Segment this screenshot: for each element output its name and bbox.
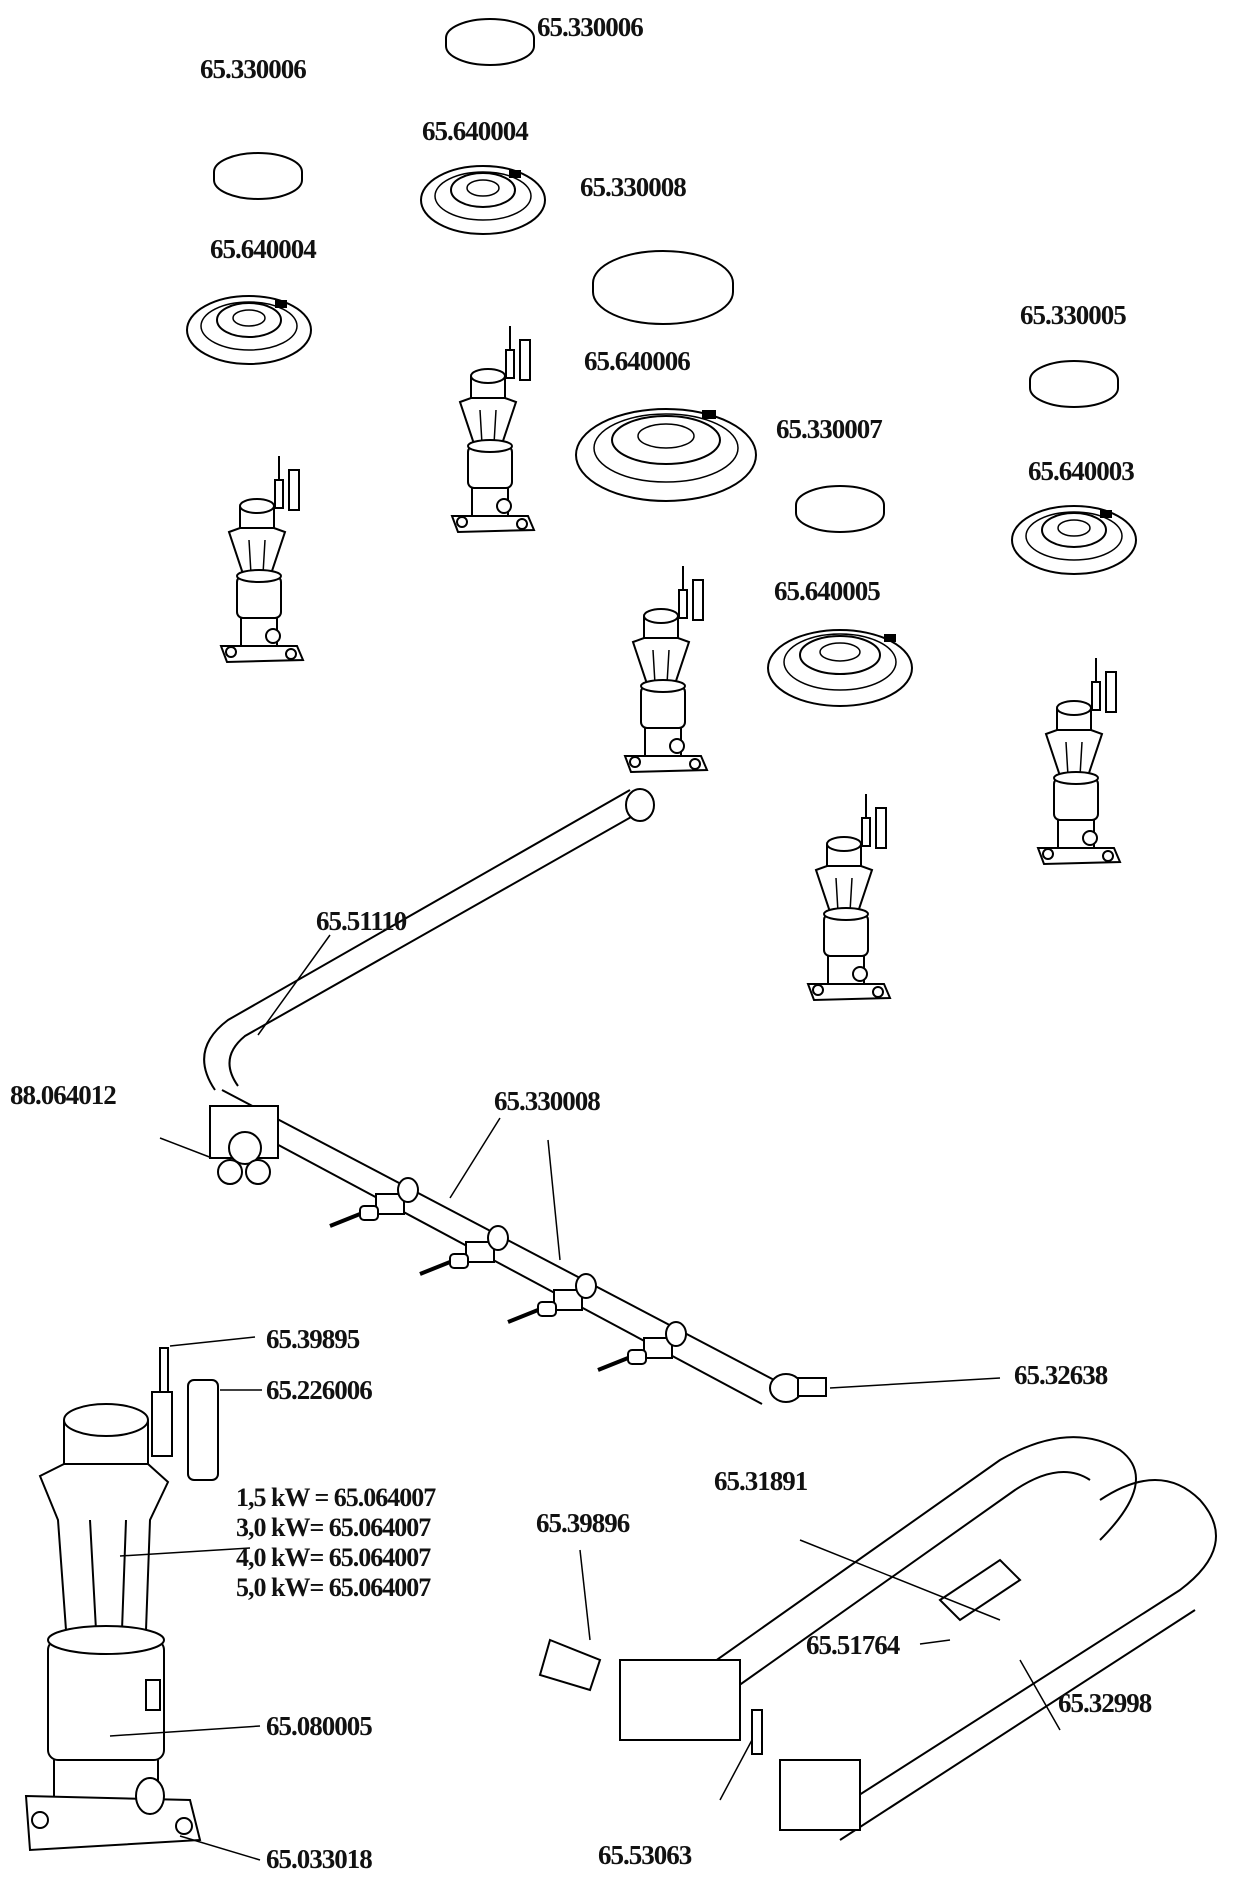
label-cap-left: 65.330006 — [200, 54, 307, 84]
burner-body-mid-right — [807, 793, 891, 1001]
label-electrode2: 65.39896 — [536, 1508, 630, 1538]
label-ring-mid-right: 65.640005 — [774, 576, 881, 606]
tap-1 — [328, 1176, 420, 1228]
burner-cap-small-left — [213, 152, 303, 200]
burner-ring-large — [575, 408, 757, 502]
tap-3 — [506, 1272, 598, 1324]
label-kw-3: 4,0 kW= 65.064007 — [236, 1543, 431, 1572]
burner-body-mid — [451, 325, 535, 533]
burner-body-center — [624, 565, 708, 773]
end-fitting — [769, 1373, 827, 1403]
label-kw-2: 3,0 kW= 65.064007 — [236, 1513, 431, 1542]
detail-burner — [24, 1347, 219, 1852]
burner-body-left — [220, 455, 304, 663]
label-kw-4: 5,0 kW= 65.064007 — [236, 1573, 431, 1602]
label-cap-top: 65.330006 — [537, 12, 644, 42]
label-ring-mid: 65.640004 — [422, 116, 529, 146]
label-ring-left: 65.640004 — [210, 234, 317, 264]
burner-body-right — [1037, 657, 1121, 865]
burner-cap-small-top — [445, 18, 535, 66]
label-cap-right: 65.330005 — [1020, 300, 1127, 330]
burner-ring-left — [186, 295, 312, 365]
label-ignition: 65.53063 — [598, 1840, 692, 1870]
main-valve — [209, 1105, 279, 1185]
burner-cap-right — [1029, 360, 1119, 408]
label-pipe: 65.51110 — [316, 906, 407, 936]
grill-burner — [538, 1436, 1217, 1841]
label-body: 65.080005 — [266, 1711, 373, 1741]
gas-pipe — [203, 788, 655, 1091]
burner-ring-mid — [420, 165, 546, 235]
burner-ring-mid-right — [767, 629, 913, 707]
label-kw-1: 1,5 kW = 65.064007 — [236, 1483, 436, 1512]
label-manifold: 65.330008 — [494, 1086, 601, 1116]
label-base: 65.033018 — [266, 1844, 373, 1874]
label-cap-mid-right: 65.330007 — [776, 414, 883, 444]
label-electrode: 65.39895 — [266, 1324, 360, 1354]
label-ring-right: 65.640003 — [1028, 456, 1135, 486]
leader-lines — [109, 934, 1061, 1861]
label-grill-tube: 65.32998 — [1058, 1688, 1152, 1718]
label-cap-large: 65.330008 — [580, 172, 687, 202]
label-grill-burner: 65.31891 — [714, 1466, 808, 1496]
label-fitting: 65.32638 — [1014, 1360, 1108, 1390]
tap-2 — [418, 1224, 510, 1276]
burner-cap-mid-right — [795, 485, 885, 533]
tap-4 — [596, 1320, 688, 1372]
label-nozzle: 65.51764 — [806, 1630, 900, 1660]
label-valve: 88.064012 — [10, 1080, 117, 1110]
burner-ring-right — [1011, 505, 1137, 575]
burner-cap-large — [592, 250, 734, 325]
label-thermocouple: 65.226006 — [266, 1375, 373, 1405]
label-ring-large: 65.640006 — [584, 346, 691, 376]
